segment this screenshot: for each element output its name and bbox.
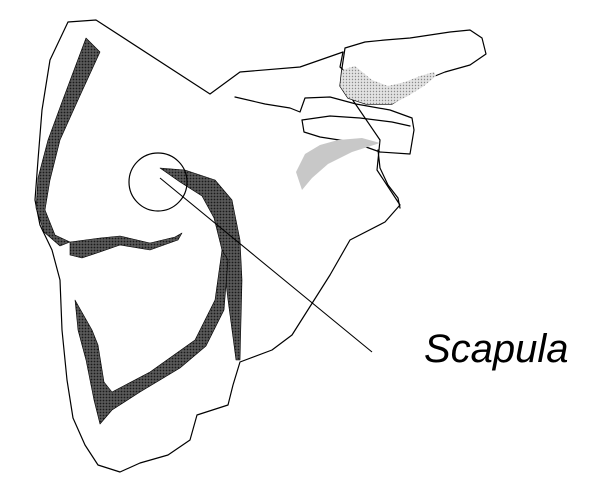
lateral-border-ridge xyxy=(35,37,101,247)
scapula-outline xyxy=(34,19,401,473)
glenoid-shade xyxy=(296,138,380,190)
medial-lower-ridge xyxy=(74,249,229,425)
spine-ridge xyxy=(69,232,183,259)
leader-line xyxy=(159,177,373,353)
neck-outline xyxy=(377,149,401,209)
callout-circle xyxy=(128,152,188,212)
coracoid-inner-line xyxy=(301,115,411,127)
coracoid-outline xyxy=(234,96,415,155)
infraspinous-ridge xyxy=(159,167,243,361)
acromion-stipple xyxy=(340,66,436,104)
scapula-label: Scapula xyxy=(424,327,569,371)
